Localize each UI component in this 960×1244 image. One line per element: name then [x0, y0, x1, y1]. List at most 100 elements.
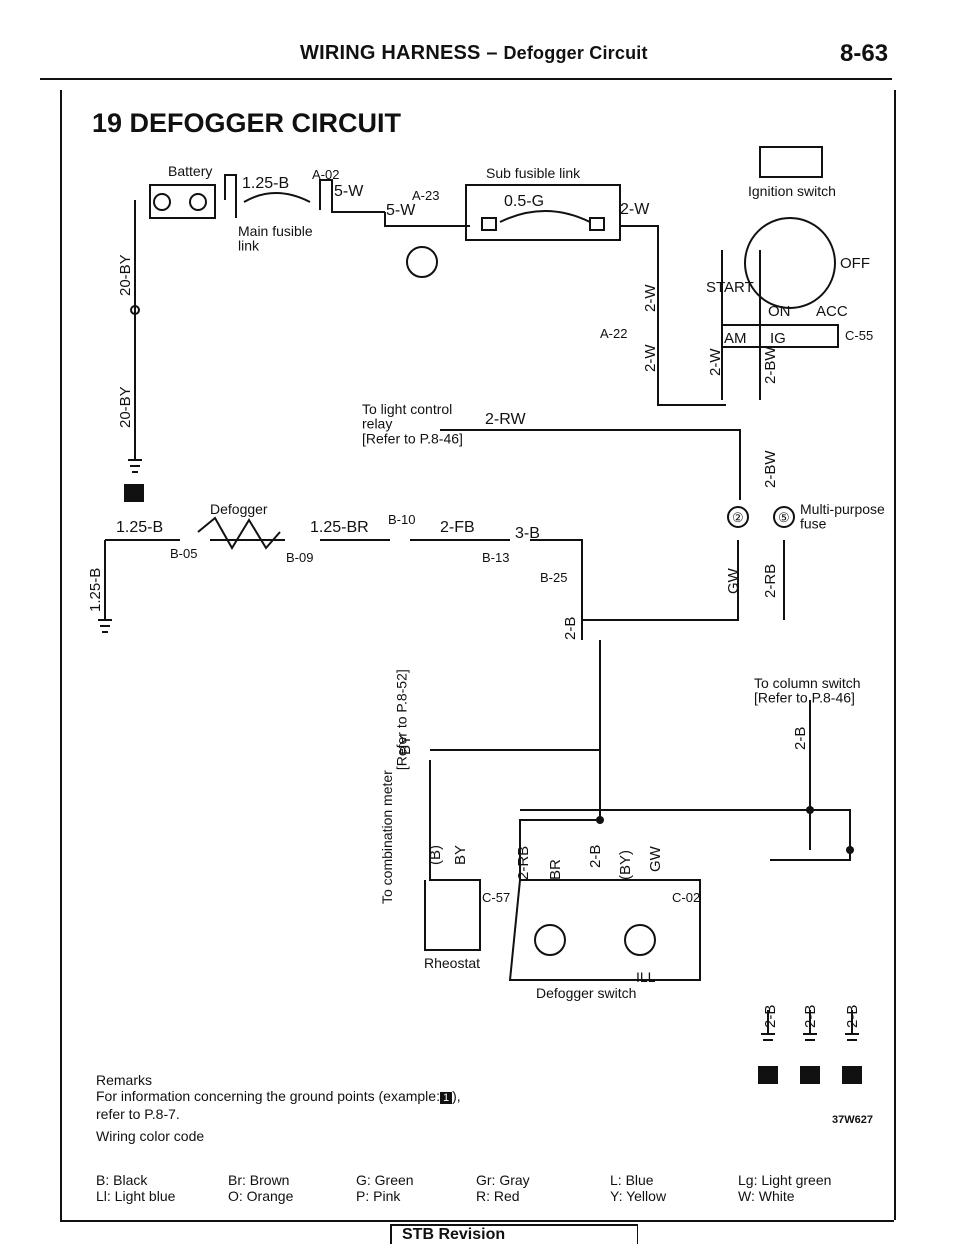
diagram-title: 19 DEFOGGER CIRCUIT [92, 108, 402, 138]
wire-2w-down [620, 225, 726, 406]
ground-point-marker [842, 1066, 862, 1084]
color-code-entry: O: Orange [228, 1188, 294, 1204]
ignition-acc: ACC [816, 303, 848, 320]
wire-label: 2-RB [762, 564, 779, 598]
color-code-entry: R: Red [476, 1188, 520, 1204]
main-fusible-element [243, 192, 311, 203]
color-code-entry: G: Green [356, 1172, 414, 1188]
color-code-entry: Y: Yellow [610, 1188, 667, 1204]
wire-2rw [440, 429, 741, 500]
connector-label: B-05 [170, 546, 197, 561]
ground-point-markers: 10 4 7 1 [124, 484, 862, 1084]
color-code-entry: Lg: Light green [738, 1172, 832, 1188]
ground-example-marker: 1 [439, 1092, 453, 1104]
ignition-start: START [706, 279, 754, 296]
defogger-switch-label: Defogger switch [536, 985, 636, 1001]
rheostat-label: Rheostat [424, 955, 480, 971]
wire-label: 2-BW [762, 450, 779, 488]
wire-label: 2-B [802, 1005, 819, 1028]
sub-fusible-link-label: Sub fusible link [486, 165, 581, 181]
frame-bottom-rule [60, 1220, 894, 1222]
main-fusible-link-right [319, 179, 385, 213]
connector-label: A-02 [312, 167, 339, 182]
sub-fuse-term-right [589, 217, 605, 231]
wire-label: 2-W [620, 201, 650, 218]
sub-fuse-term-left [481, 217, 497, 231]
remarks-text: For information concerning the ground po… [96, 1088, 440, 1104]
wire-label: 1.25-B [87, 568, 104, 612]
wire-label: 2-B [562, 617, 579, 640]
ground-leads [767, 1010, 853, 1034]
defogger-row [105, 539, 583, 640]
color-code-entry: Gr: Gray [476, 1172, 530, 1188]
ground-symbol [98, 619, 112, 633]
defogger-switch-box [508, 640, 701, 981]
header-section: WIRING HARNESS [300, 42, 481, 64]
wire-label: 2-W [642, 284, 659, 312]
wire-label: 3-B [515, 525, 540, 542]
column-switch-label: To column switch[Refer to P.8-46] [754, 675, 861, 706]
defogger-switch-indicator [534, 924, 566, 956]
ignition-leads [721, 250, 761, 400]
wire-label: (B) [427, 845, 444, 865]
rheostat-wiring [424, 749, 600, 951]
wire-label: 2-B [792, 727, 809, 750]
fuse-5 [773, 506, 795, 528]
color-code-column: Gr: Gray R: Red [476, 1172, 530, 1204]
color-code-heading: Wiring color code [96, 1128, 205, 1144]
ill-indicator [624, 924, 656, 956]
ignition-connector [759, 146, 823, 178]
battery-label: Battery [168, 163, 212, 179]
wire-label: 2-RW [485, 411, 526, 428]
color-code-entry: Ll: Light blue [96, 1188, 176, 1204]
wire-label: 20-BY [117, 386, 134, 428]
connector-label: B-09 [286, 550, 313, 565]
ground-symbols [761, 1033, 859, 1041]
feed-5w [384, 212, 470, 227]
color-code-column: Lg: Light green W: White [738, 1172, 831, 1204]
wire-label: (BY) [617, 850, 634, 880]
ground-point-number: 7 [806, 1069, 813, 1083]
connector-label: C-57 [482, 890, 510, 905]
color-code-column: B: Black Ll: Light blue [96, 1172, 175, 1204]
connector-label: C-02 [672, 890, 700, 905]
wire-label: BY [397, 735, 414, 755]
connector-label: B-25 [540, 570, 567, 585]
battery-positive-terminal [189, 193, 207, 211]
page-number: 8-63 [840, 40, 889, 67]
sub-fusible-link-box [465, 184, 621, 241]
color-code-entry: B: Black [96, 1172, 148, 1188]
color-code-column: G: Green P: Pink [356, 1172, 414, 1204]
wire-label: 1.25-BR [310, 519, 369, 536]
battery-negative-terminal [153, 193, 171, 211]
ground-point-number: 10 [128, 487, 142, 501]
diagram-frame [60, 90, 896, 1220]
sub-fusible-element [499, 210, 591, 223]
ignition-ig: IG [770, 330, 786, 347]
junction [130, 305, 140, 315]
junction-dot [846, 846, 854, 854]
ignition-off: OFF [840, 255, 870, 272]
connector-label: B-13 [482, 550, 509, 565]
header-rule [40, 78, 892, 80]
fuse-number: ② [732, 510, 744, 525]
connector-label: A-22 [600, 326, 627, 341]
header-dash: – [486, 42, 498, 64]
color-code-entry: L: Blue [610, 1172, 654, 1188]
remarks-text-end: ), [452, 1088, 461, 1104]
ground-point-number: 1 [848, 1069, 855, 1083]
wire-label: 1.25-B [116, 519, 163, 536]
color-code-column: Br: Brown O: Orange [228, 1172, 293, 1204]
wire-label: 20-BY [117, 254, 134, 296]
defogger-element [197, 516, 281, 550]
combination-meter-label: To combination meter[Refer to P.8-52] [379, 669, 410, 904]
wire-label: 2-B [844, 1005, 861, 1028]
ignition-on: ON [768, 303, 791, 320]
remarks-heading: Remarks [96, 1072, 153, 1088]
wire-label: 2-W [707, 348, 724, 376]
ground-point-number: 4 [764, 1069, 771, 1083]
header-subtitle: Defogger Circuit [503, 43, 648, 63]
wire-label: GW [725, 567, 742, 594]
